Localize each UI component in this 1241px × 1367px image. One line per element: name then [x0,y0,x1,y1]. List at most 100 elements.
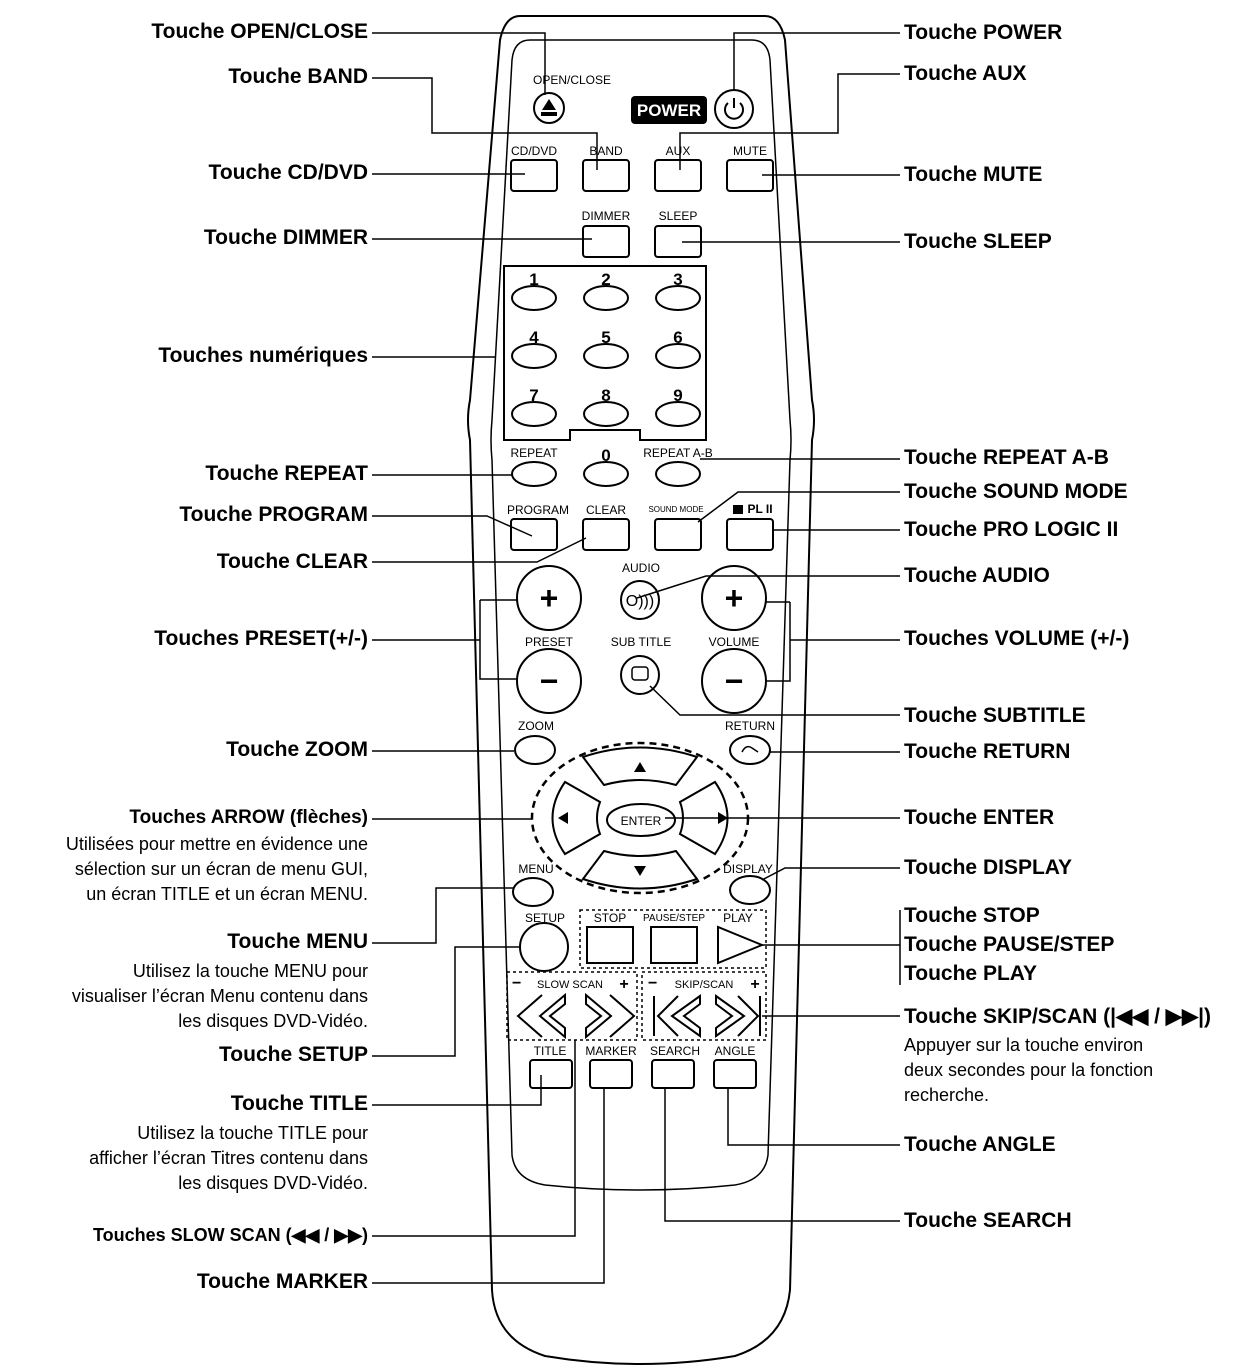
display-button[interactable] [729,875,771,905]
return-button[interactable] [729,735,771,765]
repeat-ab-caption: REPEAT A-B [643,446,713,460]
aux-caption: AUX [666,144,691,158]
digit-button-5[interactable] [583,343,629,369]
digit-button-8[interactable] [583,401,629,427]
arrow-down-button[interactable] [581,849,699,890]
audio-caption: AUDIO [622,561,660,575]
label-clear: Touche CLEAR [216,550,368,573]
pause-step-button[interactable] [650,926,698,964]
menu-desc-2: visualiser l’écran Menu contenu dans [71,986,368,1006]
skip-prev-button[interactable] [653,994,701,1038]
digit-label-2: 2 [601,270,610,289]
digit-button-7[interactable] [511,401,557,427]
mute-caption: MUTE [733,144,767,158]
label-numeric: Touches numériques [158,344,368,367]
digit-button-6[interactable] [655,343,701,369]
setup-button[interactable] [519,922,569,972]
label-preset: Touches PRESET(+/-) [154,627,368,650]
skip-desc-3: recherche. [904,1085,990,1105]
clear-caption: CLEAR [586,503,626,517]
digit-label-9: 9 [673,386,682,405]
cd-dvd-button[interactable] [510,159,558,192]
dimmer-button[interactable] [582,225,630,258]
search-button[interactable] [651,1059,695,1089]
preset-plus-button[interactable] [516,565,582,631]
preset-minus-sign: − [540,663,559,699]
slow-fwd-button[interactable] [585,992,636,1040]
label-aux: Touche AUX [904,62,1027,85]
label-arrow: Touches ARROW (flèches) [129,807,368,828]
return-icon [741,745,759,753]
label-zoom: Touche ZOOM [226,738,368,761]
menu-desc-1: Utilisez la touche MENU pour [132,961,368,981]
label-sound-mode: Touche SOUND MODE [904,480,1128,503]
zoom-button[interactable] [514,735,556,765]
audio-button[interactable] [620,580,660,620]
repeat-button[interactable] [511,461,557,487]
arrow-desc-2: sélection sur un écran de menu GUI, [74,859,368,879]
power-button[interactable] [714,89,754,129]
arrow-right-button[interactable] [678,780,729,856]
preset-minus-button[interactable] [516,648,582,714]
digit-button-2[interactable] [583,285,629,311]
digit-button-3[interactable] [655,285,701,311]
label-title: Touche TITLE [230,1092,368,1115]
marker-button[interactable] [589,1059,633,1089]
play-button[interactable] [717,925,765,965]
enter-caption: ENTER [621,814,662,828]
menu-desc-3: les disques DVD-Vidéo. [178,1011,368,1031]
label-cd-dvd: Touche CD/DVD [208,161,368,184]
angle-caption: ANGLE [715,1044,756,1058]
skip-scan-frame [641,971,767,1041]
numeric-pad-frame [503,265,707,441]
digit-label-6: 6 [673,328,682,347]
sound-mode-button[interactable] [654,518,702,551]
subtitle-button[interactable] [620,655,660,695]
menu-button[interactable] [512,877,554,907]
repeat-ab-button[interactable] [655,461,701,487]
label-pause-step: Touche PAUSE/STEP [904,933,1115,956]
subtitle-caption: SUB TITLE [611,635,671,649]
skip-scan-caption: SKIP/SCAN [675,979,734,991]
label-program: Touche PROGRAM [179,503,368,526]
dolby-icon [733,505,743,514]
band-button[interactable] [582,159,630,192]
program-button[interactable] [510,518,558,551]
return-caption: RETURN [725,719,775,733]
arrow-left-button[interactable] [551,780,602,856]
digit-label-4: 4 [529,328,539,347]
arrow-up-icon [634,762,646,772]
digit-button-9[interactable] [655,401,701,427]
digit-button-0[interactable] [583,461,629,487]
leader-lines-left [372,32,605,1284]
arrow-down-icon [634,866,646,876]
label-volume: Touches VOLUME (+/-) [904,627,1130,650]
title-button[interactable] [529,1059,573,1089]
digit-button-4[interactable] [511,343,557,369]
arrow-desc-1: Utilisées pour mettre en évidence une [65,834,368,854]
digit-button-1[interactable] [511,285,557,311]
program-caption: PROGRAM [507,503,569,517]
stop-caption: STOP [594,911,626,925]
dimmer-caption: DIMMER [582,209,631,223]
aux-button[interactable] [654,159,702,192]
remote-inner-panel [490,39,792,1191]
clear-button[interactable] [582,518,630,551]
zoom-caption: ZOOM [518,719,554,733]
enter-button[interactable] [606,803,676,837]
volume-caption: VOLUME [709,635,760,649]
pro-logic-button[interactable] [726,518,774,551]
label-stop: Touche STOP [904,904,1040,927]
digit-label-8: 8 [601,386,610,405]
stop-button[interactable] [586,926,634,964]
open-close-button[interactable] [533,92,565,124]
repeat-caption: REPEAT [510,446,558,460]
arrow-up-button[interactable] [581,746,699,787]
volume-plus-button[interactable] [701,565,767,631]
title-caption: TITLE [534,1044,567,1058]
slow-rev-button[interactable] [516,992,566,1040]
angle-button[interactable] [713,1059,757,1089]
title-desc-3: les disques DVD-Vidéo. [178,1173,368,1193]
skip-desc-1: Appuyer sur la touche environ [904,1035,1144,1055]
skip-next-button[interactable] [715,994,761,1038]
